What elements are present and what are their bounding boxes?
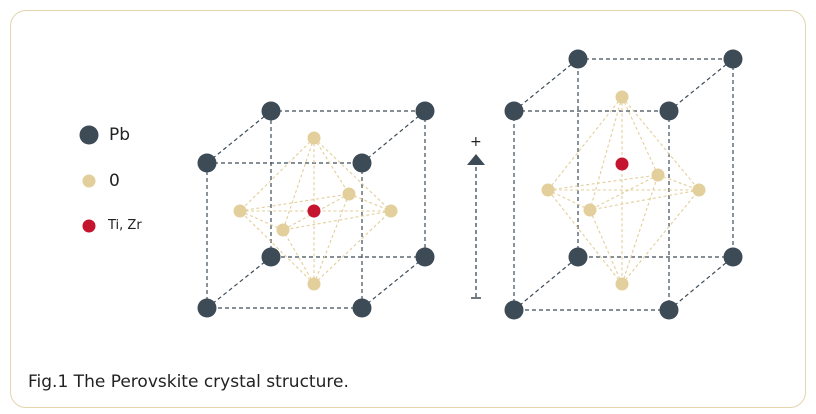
field-polarity-label: + bbox=[470, 134, 482, 150]
legend-o-dot bbox=[82, 174, 96, 188]
legend-label-oxygen: 0 bbox=[109, 171, 120, 191]
cube-1-edges bbox=[206, 110, 426, 309]
figure-frame bbox=[10, 10, 806, 408]
oxygen-atoms-1 bbox=[233, 131, 398, 291]
figure-caption: Fig.1 The Perovskite crystal structure. bbox=[28, 372, 349, 392]
octahedron-1-edges bbox=[239, 137, 392, 285]
legend-pb-dot bbox=[79, 125, 99, 145]
legend-label-ti-zr: Ti, Zr bbox=[108, 218, 142, 233]
arrow-up-icon bbox=[467, 154, 485, 165]
ti-zr-atom-2 bbox=[615, 157, 629, 171]
cube-undistorted bbox=[197, 101, 435, 318]
cube-distorted bbox=[504, 49, 743, 320]
field-arrow bbox=[467, 154, 485, 299]
legend-ti-zr-dot bbox=[82, 219, 96, 233]
legend-label-pb: Pb bbox=[109, 125, 131, 145]
pb-atoms-1 bbox=[197, 101, 435, 318]
ti-zr-atom-1 bbox=[307, 204, 321, 218]
oxygen-atoms-2 bbox=[541, 90, 706, 291]
pb-atoms-2 bbox=[504, 49, 743, 320]
cube-2-edges bbox=[513, 58, 734, 311]
octahedron-2-edges bbox=[547, 96, 700, 285]
